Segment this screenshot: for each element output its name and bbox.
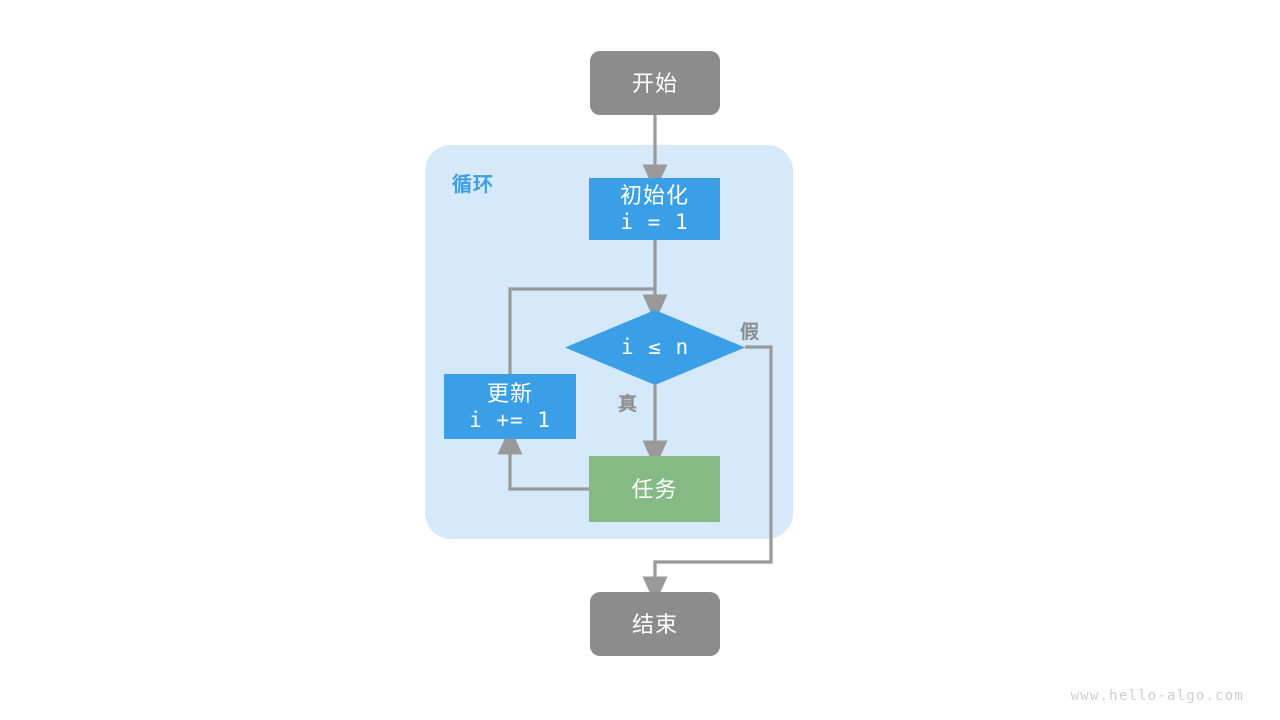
loop-group-label: 循环 [452, 174, 494, 196]
edge-label-true: 真 [618, 394, 639, 415]
condition-diamond-shape [565, 310, 745, 385]
edge-label-false: 假 [740, 322, 761, 343]
edge-condition-false-to-end [642, 345, 773, 605]
edge-update-to-condition [508, 287, 655, 374]
edge-task-to-update [497, 426, 589, 491]
watermark-text: www.hello-algo.com [1070, 688, 1244, 704]
